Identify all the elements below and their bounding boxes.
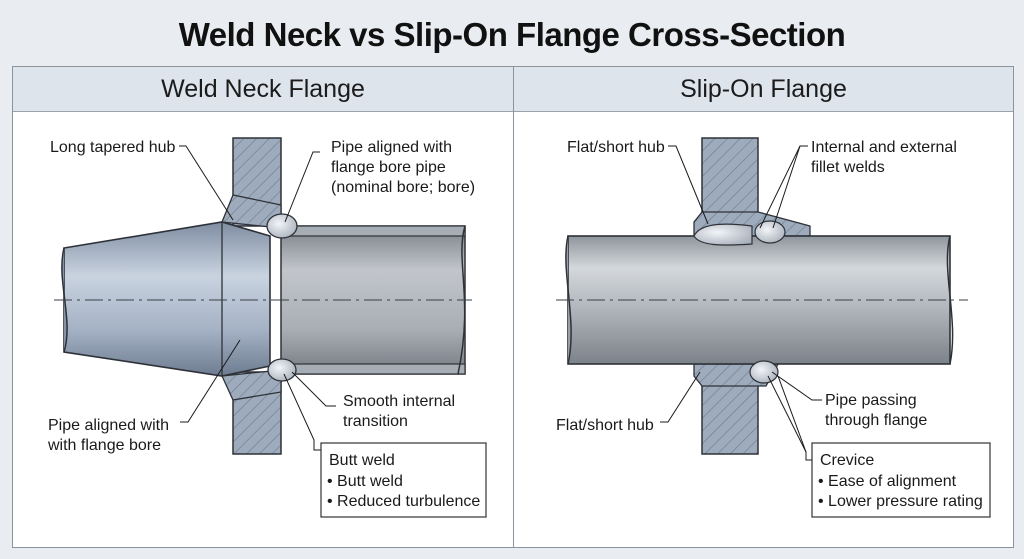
- wn-butt-weld-bottom: [267, 358, 297, 382]
- label-pipe-passing-1: Pipe passing: [825, 392, 917, 409]
- weld-neck-drawing: Long tapered hub Pipe aligned with flang…: [47, 137, 487, 518]
- wn-pipe-wall-bottom: [280, 363, 466, 375]
- leader-crevice-2: [777, 375, 807, 453]
- leader-crevice-1: [767, 375, 812, 461]
- panel-divider: [513, 67, 514, 547]
- label-pipe-aligned-2: flange bore pipe: [331, 159, 446, 176]
- butt-weld-callout-box: [320, 442, 487, 518]
- butt-weld-callout-item: • Reduced turbulence: [327, 493, 480, 510]
- leader-transition: [291, 371, 336, 407]
- label-pipe-aligned-3: (nominal bore; bore): [331, 179, 475, 196]
- wn-pipe-break: [457, 225, 466, 375]
- label-flat-short-hub-bottom: Flat/short hub: [556, 417, 654, 434]
- weld-neck-heading: Weld Neck Flange: [13, 67, 513, 112]
- crevice-callout-title: Crevice: [820, 452, 874, 469]
- wn-butt-weld-top: [266, 213, 298, 239]
- so-internal-fillet-weld: [693, 223, 753, 246]
- wn-pipe-wall-top: [280, 225, 466, 237]
- page-title: Weld Neck vs Slip-On Flange Cross-Sectio…: [178, 16, 846, 53]
- leader-pipe-aligned-bottom: [180, 339, 241, 423]
- label-long-tapered-hub: Long tapered hub: [50, 139, 176, 156]
- label-fillet-welds-2: fillet welds: [811, 159, 885, 176]
- so-external-fillet-weld-bottom: [749, 360, 779, 384]
- butt-weld-callout-title: Butt weld: [329, 452, 395, 469]
- label-pipe-aligned-bottom-2: with flange bore: [47, 437, 161, 454]
- label-pipe-aligned-bottom-1: Pipe aligned with: [48, 417, 169, 434]
- wn-hub-wall-top: [221, 194, 282, 229]
- so-flange-ring-bottom: [701, 377, 759, 455]
- wn-hub-wall-bottom: [221, 369, 282, 401]
- crevice-callout-box: [811, 442, 991, 518]
- so-external-fillet-weld-top: [754, 220, 786, 244]
- label-pipe-aligned-1: Pipe aligned with: [331, 139, 452, 156]
- label-smooth-transition-1: Smooth internal: [343, 393, 455, 410]
- leader-flat-hub-top: [668, 145, 709, 225]
- label-pipe-passing-2: through flange: [825, 412, 927, 429]
- so-pipe-end-right: [946, 235, 954, 365]
- leader-hub: [179, 145, 234, 221]
- label-smooth-transition-2: transition: [343, 413, 408, 430]
- label-fillet-welds-1: Internal and external: [811, 139, 957, 156]
- crevice-callout-item: • Lower pressure rating: [818, 493, 983, 510]
- leader-pipe-aligned-top: [284, 151, 320, 223]
- butt-weld-callout-item: • Butt weld: [327, 473, 403, 490]
- wn-tapered-hub: [63, 221, 271, 377]
- leader-pipe-passing: [771, 371, 822, 401]
- slip-on-heading: Slip-On Flange: [514, 67, 1013, 112]
- leader-flat-hub-bottom: [660, 371, 701, 423]
- leader-butt-weld: [283, 373, 321, 451]
- so-flange-ring-top: [701, 137, 759, 223]
- crevice-callout-item: • Ease of alignment: [818, 473, 957, 490]
- leader-fillet-2: [772, 145, 801, 229]
- label-flat-short-hub-top: Flat/short hub: [567, 139, 665, 156]
- slip-on-drawing: Flat/short hub Internal and external fil…: [556, 137, 991, 518]
